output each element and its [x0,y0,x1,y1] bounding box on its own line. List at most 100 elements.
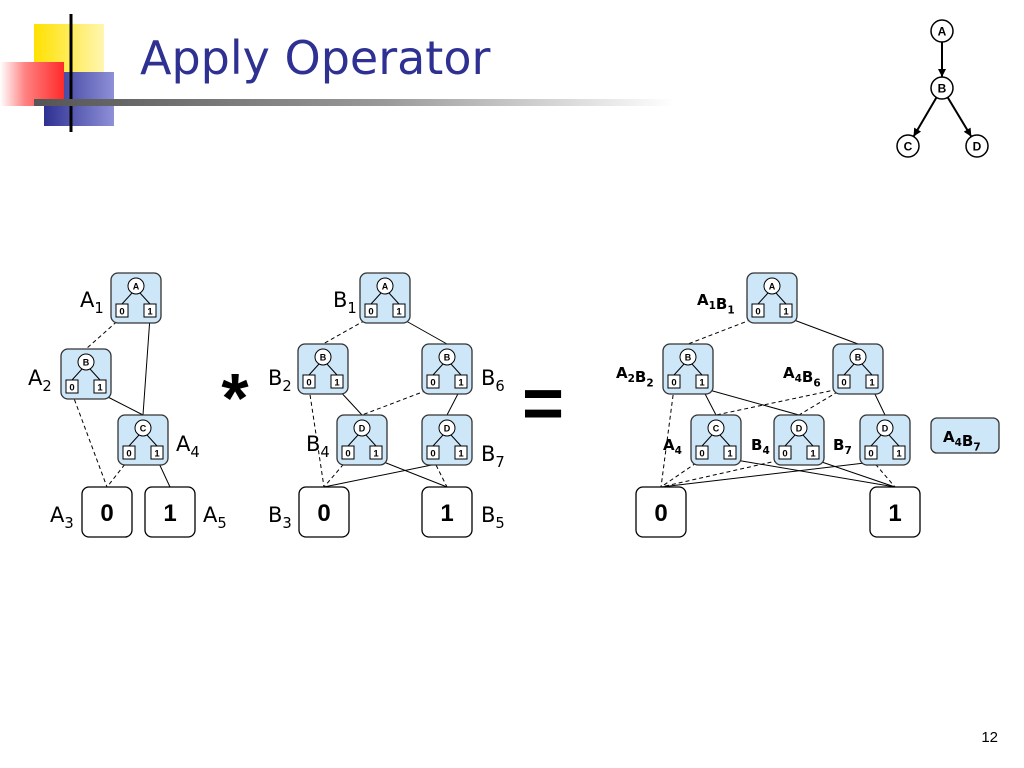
label-A2: A2 [28,366,52,395]
one-branch-box [143,303,157,318]
one-branch-label: 1 [896,449,902,460]
zero-branch-box [667,374,681,389]
terminal-A3: 0 [81,486,133,538]
terminal-R0: 0 [635,486,687,538]
node-variable-circle [679,348,697,366]
high-edge [785,316,859,345]
branch-line [861,363,873,376]
one-branch-label: 1 [869,378,875,389]
node-variable-label: D [359,424,366,434]
zero-branch-box [778,445,792,460]
one-branch-label: 1 [396,307,402,318]
zero-branch-label: 0 [868,449,873,460]
node-variable-circle [314,348,332,366]
pending-node-A4B7 [930,417,1000,454]
node-variable-label: B [83,358,90,368]
node-variable-label: B [855,353,862,363]
branch-line [89,368,101,381]
zero-branch-label: 0 [755,307,760,318]
node-variable-circle [849,348,867,366]
branch-line [691,363,703,376]
label-A3: A3 [50,503,74,532]
zero-branch-label: 0 [782,449,787,460]
zero-branch-box [837,374,851,389]
one-branch-label: 1 [699,378,705,389]
zero-branch-label: 0 [345,449,350,460]
one-branch-label: 1 [154,449,160,460]
terminal-B3: 0 [298,486,350,538]
label-A4: A4 [176,432,200,461]
zero-branch-label: 0 [671,378,676,389]
one-branch-box [454,374,468,389]
branch-line [308,363,320,376]
zero-branch-box [364,303,378,318]
one-branch-label: 1 [810,449,816,460]
label-B3: B3 [268,503,292,532]
terminal-box [298,486,350,538]
branch-line [370,292,382,305]
node-variable-circle [438,419,456,437]
label-A1: A1 [80,288,104,317]
one-branch-box [330,374,344,389]
multiply-operator: * [221,359,249,437]
zero-branch-label: 0 [430,378,435,389]
branch-line [673,363,685,376]
zero-branch-box [122,445,136,460]
terminal-value: 1 [440,500,453,527]
zero-branch-box [864,445,878,460]
zero-branch-box [426,374,440,389]
node-variable-label: D [444,424,451,434]
zero-branch-box [341,445,355,460]
low-edge [361,387,434,416]
node-variable-circle [376,277,394,295]
branch-line [347,434,359,447]
page-number: 12 [981,729,998,746]
label-B7: B7 [833,436,852,457]
one-branch-box [93,379,107,394]
node-variable-circle [127,277,145,295]
node-variable-label: A [382,282,389,292]
order-node-label: C [904,140,913,154]
node-variable-label: C [713,424,720,434]
terminal-box [144,486,196,538]
one-branch-label: 1 [727,449,733,460]
terminal-value: 1 [888,500,901,527]
label-B2: B2 [268,366,292,395]
one-branch-label: 1 [147,307,153,318]
terminal-A5: 1 [144,486,196,538]
label-B4: B4 [306,432,330,461]
node-variable-circle [353,419,371,437]
high-edge [660,458,900,488]
high-edge [701,387,800,416]
one-branch-box [454,445,468,460]
order-node-label: B [938,82,947,96]
order-arrowhead [938,69,946,77]
one-branch-box [392,303,406,318]
low-edge [687,316,759,345]
terminal-box [869,486,921,538]
node-variable-circle [134,419,152,437]
zero-branch-box [115,303,129,318]
label-A4B6: A4B6 [783,364,821,389]
branch-line [121,292,133,305]
one-branch-label: 1 [97,383,103,394]
node-variable-circle [438,348,456,366]
low-edge [308,387,325,488]
branch-line [388,292,400,305]
one-branch-label: 1 [783,307,789,318]
label-A1B1: A1B1 [697,291,735,316]
high-edge [812,458,896,488]
terminal-box [421,486,473,538]
node-variable-circle [790,419,808,437]
equals-operator: = [522,364,564,444]
label-A4: A4 [663,436,682,457]
zero-branch-box [302,374,316,389]
branch-line [757,292,769,305]
